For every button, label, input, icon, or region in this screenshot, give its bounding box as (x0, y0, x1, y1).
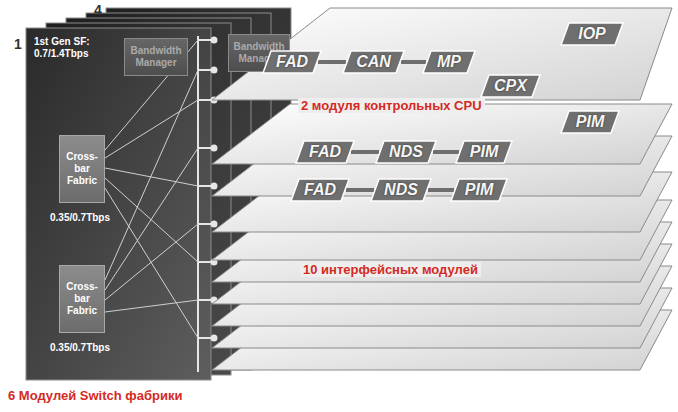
block-label: NDS (389, 143, 423, 161)
block-label: FAD (309, 143, 341, 161)
tap-dot (212, 38, 217, 43)
block-shape (561, 23, 623, 45)
block-label: IOP (578, 25, 606, 43)
backplane-bus (197, 36, 199, 372)
block-shape (456, 141, 512, 163)
block-label: PIM (465, 181, 493, 199)
block-shape (423, 51, 475, 73)
module-link (318, 60, 346, 64)
block-shape (343, 51, 404, 73)
wire (105, 100, 198, 158)
throughput-label: 0.35/0.7Tbps (50, 342, 110, 353)
block-shape (376, 141, 436, 163)
group-caption: 6 Модулей Switch фабрики (8, 388, 182, 403)
module-link (346, 188, 374, 192)
block-label: Cross-bar Fabric (66, 281, 98, 317)
block-shape (481, 75, 540, 97)
module-block: MP (422, 50, 476, 74)
crossbar-fabric: Cross-bar Fabric (59, 135, 105, 203)
fabric-panel: Bandwidth ManagerCross-bar FabricCross-b… (26, 28, 211, 380)
throughput-label: 0.35/0.7Tbps (50, 212, 110, 223)
module-planes (212, 8, 672, 370)
block-label: FAD (276, 53, 308, 71)
block-label: PIM (470, 143, 498, 161)
module-link (401, 60, 426, 64)
module-link (433, 150, 459, 154)
tap-dot (212, 68, 217, 73)
block-label: Bandwidth Manager (128, 45, 184, 69)
wire (105, 70, 198, 280)
fabric-panel (26, 28, 211, 380)
module-block: NDS (370, 178, 432, 202)
block-label: CPX (494, 77, 527, 95)
tap-dot (212, 146, 217, 151)
module-block: FAD (262, 50, 322, 74)
wire (105, 300, 198, 312)
group-caption: 2 модуля контрольных CPU (298, 98, 485, 113)
module-block: PIM (560, 110, 620, 134)
block-label: PIM (576, 113, 604, 131)
fabric-wires (105, 36, 198, 372)
block-shape (296, 141, 354, 163)
callout-number: 4 (94, 2, 102, 18)
wire (105, 224, 198, 300)
wire (105, 168, 198, 186)
module-plane (212, 8, 672, 100)
block-shape (291, 179, 349, 201)
block-shape (371, 179, 431, 201)
block-label: CAN (356, 53, 391, 71)
tap-dot (212, 336, 217, 341)
block-label: FAD (304, 181, 336, 199)
module-block: PIM (450, 178, 508, 202)
block-shape (561, 111, 619, 133)
module-plane (212, 104, 672, 164)
tap-dot (212, 222, 217, 227)
block-shape (263, 51, 321, 73)
wire (105, 148, 198, 290)
module-block: CPX (480, 74, 541, 98)
module-block: NDS (375, 140, 437, 164)
module-block: PIM (455, 140, 513, 164)
block-label: MP (437, 53, 461, 71)
module-block: FAD (295, 140, 355, 164)
block-label: NDS (384, 181, 418, 199)
group-caption: 10 интерфейсных модулей (300, 262, 481, 277)
bus-taps (198, 38, 217, 341)
module-link (351, 150, 379, 154)
callout-number: 1 (14, 36, 22, 52)
module-block: IOP (560, 22, 624, 46)
module-block: FAD (290, 178, 350, 202)
panel-heading: 1st Gen SF: 0.7/1.4Tbps (34, 36, 116, 60)
bandwidth-manager: Bandwidth Manager (124, 38, 188, 76)
tap-line (198, 40, 214, 338)
crossbar-fabric: Cross-bar Fabric (59, 265, 105, 333)
block-shape (451, 179, 507, 201)
block-label: Cross-bar Fabric (66, 151, 98, 187)
module-block: CAN (342, 50, 405, 74)
tap-dot (212, 184, 217, 189)
module-link (428, 188, 454, 192)
wire (105, 188, 198, 338)
